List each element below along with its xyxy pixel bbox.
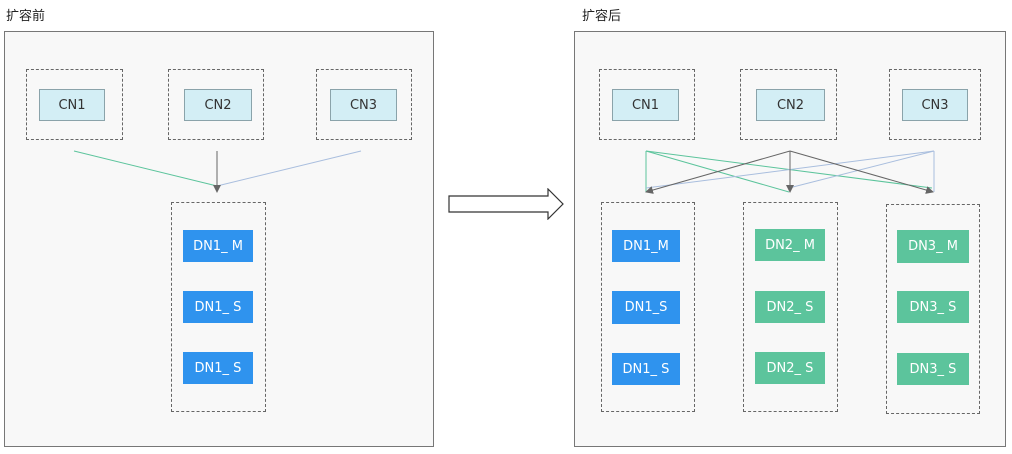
after-dn1-standby-1: DN1_S [612,291,680,324]
before-dn1-master: DN1_ M [183,230,253,262]
after-dn1-group [601,202,695,412]
after-dn2-group [743,202,838,412]
after-cn2-group [740,69,837,140]
before-title: 扩容前 [6,9,46,24]
after-dn3-standby-1: DN3_ S [897,291,969,323]
after-dn3-master: DN3_ M [897,230,969,263]
after-dn2-standby-1: DN2_ S [755,291,825,323]
after-cn3-to-dn2 [788,150,935,189]
after-connections [645,150,935,194]
before-cn1-group [26,69,123,140]
after-dn3-standby-2: DN3_ S [897,353,969,385]
before-cn3-node: CN3 [330,89,397,121]
after-title: 扩容后 [582,9,622,24]
before-dn1-standby-1: DN1_ S [183,291,253,323]
before-cn3-link [216,150,362,187]
before-dn1-standby-2: DN1_ S [183,352,253,384]
after-cn2-to-dn3 [789,150,934,194]
before-cn1-node: CN1 [39,89,105,121]
after-cn2-to-dn1 [645,150,791,194]
after-cn3-group [889,69,981,140]
after-dn1-master: DN1_M [612,230,680,262]
after-cn2-node: CN2 [756,89,825,121]
after-dn1-standby-2: DN1_ S [612,353,680,385]
before-dn1-group [171,202,266,412]
before-cn3-group [316,69,412,140]
after-cn3-node: CN3 [902,89,968,121]
after-dn2-standby-2: DN2_ S [755,352,825,384]
right-arrow-icon [448,188,564,220]
before-cn2-group [168,69,264,140]
before-connections [73,150,362,193]
after-cn1-node: CN1 [612,89,679,121]
before-cn2-node: CN2 [184,89,252,121]
before-cn1-link [73,150,218,187]
after-cn1-group [599,69,695,140]
after-dn2-master: DN2_ M [755,229,825,261]
after-dn3-group [886,204,980,414]
